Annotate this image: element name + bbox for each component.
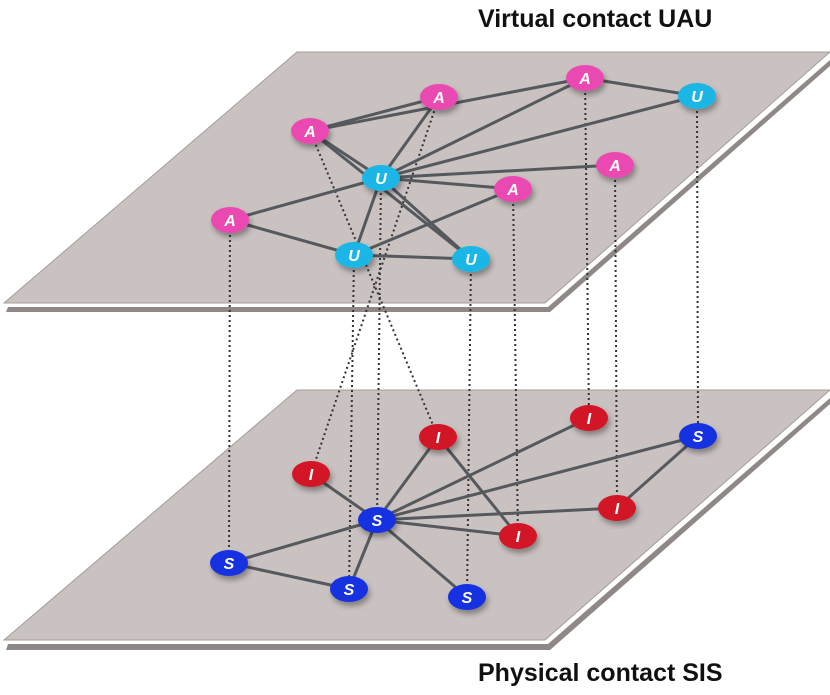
node-susceptible: S bbox=[210, 550, 248, 576]
inter-layer-link bbox=[614, 164, 618, 509]
node-aware-label: A bbox=[608, 158, 621, 175]
node-aware: A bbox=[566, 65, 604, 91]
bottom-layer-edge bbox=[227, 518, 379, 565]
top-layer-edge bbox=[379, 163, 617, 180]
top-layer-edge bbox=[583, 76, 699, 98]
node-infected: I bbox=[570, 405, 608, 431]
bottom-layer-edge bbox=[375, 506, 619, 522]
node-susceptible: S bbox=[358, 507, 396, 533]
node-unaware: U bbox=[678, 83, 716, 109]
node-infected-label: I bbox=[516, 529, 521, 546]
bottom-layer-edge bbox=[375, 416, 591, 522]
node-unaware-label: U bbox=[348, 248, 360, 265]
node-aware-ellipse bbox=[211, 207, 249, 233]
top-layer-nodes: A A A U U A A U A U bbox=[211, 65, 716, 272]
node-aware-ellipse bbox=[494, 176, 532, 202]
node-unaware: U bbox=[335, 242, 373, 268]
node-infected-label: I bbox=[309, 467, 314, 484]
node-aware-label: A bbox=[223, 213, 236, 230]
node-unaware-ellipse bbox=[362, 165, 400, 191]
node-susceptible-label: S bbox=[224, 556, 235, 573]
bottom-layer-edge bbox=[436, 435, 520, 538]
top-layer-title: Virtual contact UAU bbox=[478, 5, 712, 33]
node-infected: I bbox=[499, 523, 537, 549]
node-aware-ellipse bbox=[291, 118, 329, 144]
node-infected-ellipse bbox=[419, 424, 457, 450]
node-unaware-ellipse bbox=[678, 83, 716, 109]
node-susceptible-ellipse bbox=[358, 507, 396, 533]
top-layer-edge bbox=[379, 94, 699, 180]
node-unaware: U bbox=[362, 165, 400, 191]
node-aware: A bbox=[211, 207, 249, 233]
node-infected-ellipse bbox=[292, 461, 330, 487]
bottom-layer-edge bbox=[375, 518, 520, 538]
node-aware: A bbox=[494, 176, 532, 202]
top-layer-edge bbox=[379, 176, 515, 191]
node-infected: I bbox=[292, 461, 330, 487]
bottom-layer-edge bbox=[375, 434, 700, 522]
node-susceptible-label: S bbox=[372, 513, 383, 530]
node-aware-label: A bbox=[432, 90, 445, 107]
top-layer-edge bbox=[352, 253, 473, 261]
node-aware: A bbox=[596, 152, 634, 178]
node-infected-label: I bbox=[615, 501, 620, 518]
inter-layer-link bbox=[466, 258, 472, 598]
bottom-layer-edge bbox=[227, 561, 351, 591]
node-aware-label: A bbox=[578, 71, 591, 88]
inter-layer-link bbox=[696, 95, 699, 437]
node-unaware-ellipse bbox=[335, 242, 373, 268]
bottom-layer-edge bbox=[615, 434, 700, 510]
node-unaware-label: U bbox=[465, 252, 477, 269]
node-infected-ellipse bbox=[598, 495, 636, 521]
top-layer-edge bbox=[308, 129, 473, 261]
inter-layer-link bbox=[228, 219, 231, 564]
top-layer-edge bbox=[379, 176, 473, 261]
node-infected-label: I bbox=[436, 430, 441, 447]
inter-layer-link bbox=[309, 130, 439, 438]
top-layer-edge bbox=[379, 95, 441, 180]
node-unaware-ellipse bbox=[452, 246, 490, 272]
node-aware-ellipse bbox=[566, 65, 604, 91]
bottom-layer-edge bbox=[375, 435, 440, 522]
node-infected: I bbox=[598, 495, 636, 521]
top-layer-edge bbox=[379, 76, 587, 180]
node-infected-ellipse bbox=[570, 405, 608, 431]
node-aware-label: A bbox=[506, 182, 519, 199]
bottom-layer-plane bbox=[2, 389, 830, 650]
top-layer-edge bbox=[228, 218, 356, 257]
node-aware-ellipse bbox=[420, 84, 458, 110]
node-aware-ellipse bbox=[596, 152, 634, 178]
node-unaware-label: U bbox=[691, 89, 703, 106]
node-unaware: U bbox=[452, 246, 490, 272]
bottom-layer-edges bbox=[227, 416, 700, 599]
node-aware-label: A bbox=[303, 124, 316, 141]
node-susceptible-ellipse bbox=[679, 423, 717, 449]
node-susceptible-label: S bbox=[344, 582, 355, 599]
bottom-layer-nodes: S S I I S I I S I S bbox=[210, 405, 717, 610]
top-layer-edge bbox=[352, 187, 515, 257]
inter-layer-link bbox=[376, 177, 382, 521]
node-susceptible: S bbox=[679, 423, 717, 449]
node-aware: A bbox=[420, 84, 458, 110]
node-infected-ellipse bbox=[499, 523, 537, 549]
bottom-plane bbox=[2, 389, 830, 641]
node-unaware-label: U bbox=[375, 171, 387, 188]
node-susceptible: S bbox=[330, 576, 368, 602]
node-susceptible-label: S bbox=[693, 429, 704, 446]
node-infected-label: I bbox=[587, 411, 592, 428]
inter-layer-link bbox=[348, 254, 355, 590]
node-susceptible-ellipse bbox=[448, 584, 486, 610]
node-susceptible-ellipse bbox=[210, 550, 248, 576]
bottom-layer-title: Physical contact SIS bbox=[478, 659, 723, 687]
top-layer-edge bbox=[352, 176, 383, 257]
inter-layer-link bbox=[584, 77, 590, 419]
top-layer-edge bbox=[228, 176, 383, 222]
node-susceptible: S bbox=[448, 584, 486, 610]
node-susceptible-label: S bbox=[462, 590, 473, 607]
node-infected: I bbox=[419, 424, 457, 450]
bottom-layer-edge bbox=[375, 518, 469, 599]
node-aware: A bbox=[291, 118, 329, 144]
node-susceptible-ellipse bbox=[330, 576, 368, 602]
